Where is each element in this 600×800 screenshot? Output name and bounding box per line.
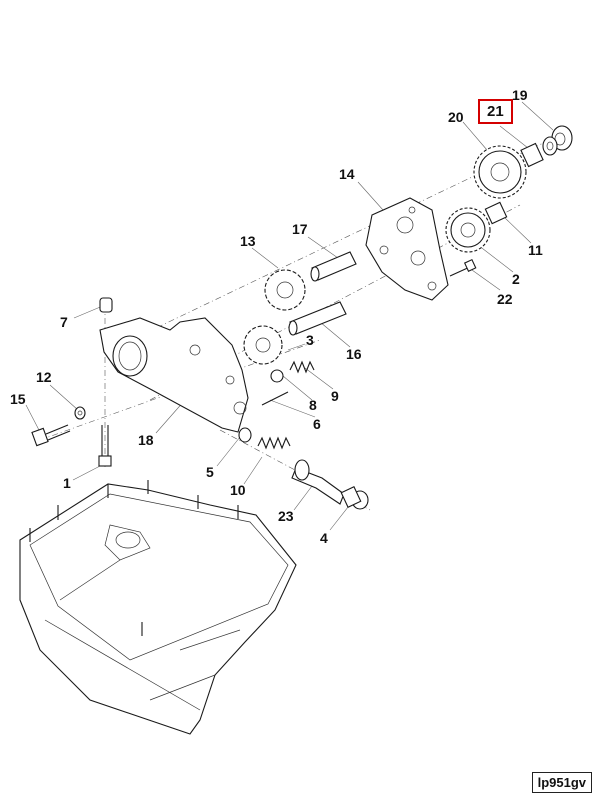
callout-6[interactable]: 6 — [313, 416, 321, 432]
callout-3[interactable]: 3 — [306, 332, 314, 348]
washer-part-12 — [74, 406, 86, 420]
callout-15[interactable]: 15 — [10, 391, 26, 407]
pump-housing-part-18 — [99, 317, 249, 433]
callout-11[interactable]: 11 — [528, 242, 543, 258]
pump-cover-part-14 — [365, 197, 449, 301]
idler-gear-part-2 — [445, 207, 491, 253]
callout-9[interactable]: 9 — [331, 388, 339, 404]
oil-pan — [19, 483, 297, 735]
shaft-part-17 — [310, 251, 357, 282]
callout-8[interactable]: 8 — [309, 397, 317, 413]
callout-10[interactable]: 10 — [230, 482, 246, 498]
ball-part-8 — [270, 369, 284, 383]
pin-part-6 — [261, 391, 289, 406]
callout-22[interactable]: 22 — [497, 291, 513, 307]
callout-18[interactable]: 18 — [138, 432, 154, 448]
oil-pan-studs — [29, 480, 239, 636]
relief-valve-part-23 — [291, 459, 345, 505]
callout-16[interactable]: 16 — [346, 346, 362, 362]
bolt-part-1 — [98, 425, 112, 467]
bushing-part-11 — [484, 201, 508, 225]
drive-gear-upper — [473, 145, 527, 199]
bushing-part-20 — [520, 142, 544, 168]
pump-gear-part-13 — [264, 269, 306, 311]
callout-14[interactable]: 14 — [339, 166, 355, 182]
callout-12[interactable]: 12 — [36, 369, 52, 385]
callout-20[interactable]: 20 — [448, 109, 464, 125]
spacer-part-21 — [542, 136, 558, 156]
callout-2[interactable]: 2 — [512, 271, 520, 287]
callout-21-highlighted[interactable]: 21 — [478, 99, 513, 124]
leader-lines — [25, 101, 554, 531]
o-ring-part-5 — [238, 427, 252, 443]
bolt-part-22 — [449, 258, 477, 277]
bolt-part-15 — [31, 424, 71, 447]
plug-part-7 — [99, 297, 113, 313]
callout-19[interactable]: 19 — [512, 87, 528, 103]
callout-13[interactable]: 13 — [240, 233, 256, 249]
pump-gear-lower — [243, 325, 283, 365]
plug-part-4 — [340, 486, 369, 510]
callout-17[interactable]: 17 — [292, 221, 308, 237]
spring-part-10 — [257, 436, 291, 450]
callout-5[interactable]: 5 — [206, 464, 214, 480]
shaft-part-16 — [288, 301, 347, 336]
callout-23[interactable]: 23 — [278, 508, 294, 524]
callout-4[interactable]: 4 — [320, 530, 328, 546]
figure-reference-code: lp951gv — [531, 772, 592, 793]
spring-part-9 — [289, 360, 315, 374]
callout-1[interactable]: 1 — [63, 475, 71, 491]
callout-7[interactable]: 7 — [60, 314, 68, 330]
